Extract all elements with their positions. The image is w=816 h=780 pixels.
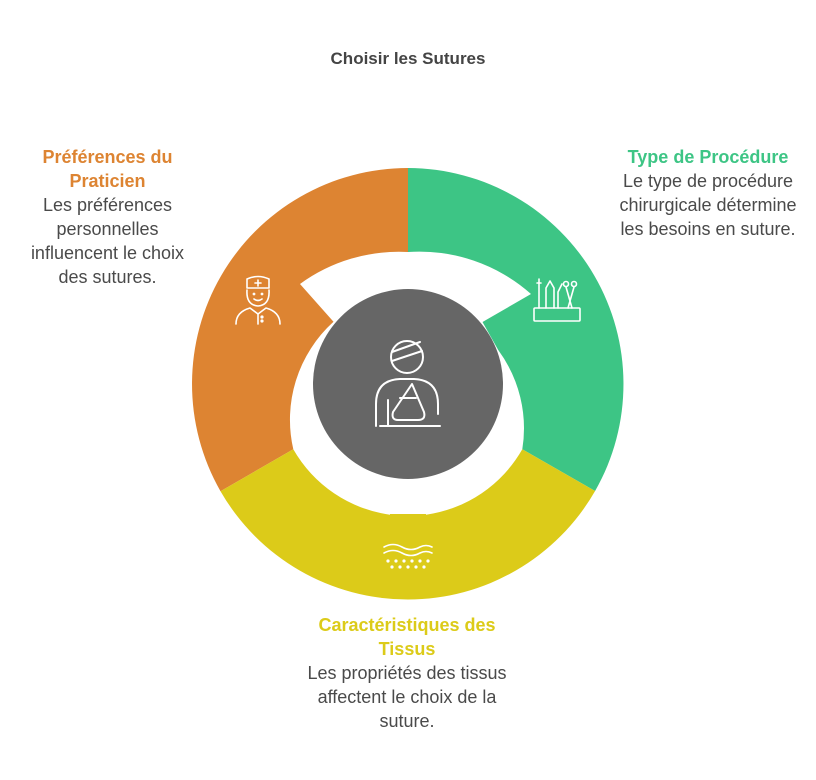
injured-patient-icon [375, 340, 441, 427]
surgical-instruments-icon [533, 278, 581, 322]
tissues-block: Caractéristiques des Tissus Les propriét… [300, 613, 514, 733]
diagram-title: Choisir les Sutures [330, 49, 486, 68]
tissues-heading: Caractéristiques des Tissus [318, 615, 496, 659]
tissues-text: Les propriétés des tissus affectent le c… [307, 663, 507, 731]
procedure-text: Le type de procédure chirurgicale déterm… [619, 171, 797, 239]
procedure-block: Type de Procédure Le type de procédure c… [618, 145, 798, 241]
preferences-text: Les préférences personnelles influencent… [30, 195, 185, 287]
segment-procedure [408, 168, 624, 491]
procedure-heading: Type de Procédure [627, 147, 789, 167]
doctor-icon [235, 275, 281, 325]
tissue-layers-icon [383, 543, 433, 569]
preferences-heading: Préférences du Praticien [42, 147, 173, 191]
preferences-block: Préférences du Praticien Les préférences… [20, 145, 195, 289]
segment-tissues [220, 449, 596, 600]
center-circle [313, 289, 503, 479]
segment-preferences [192, 168, 408, 492]
